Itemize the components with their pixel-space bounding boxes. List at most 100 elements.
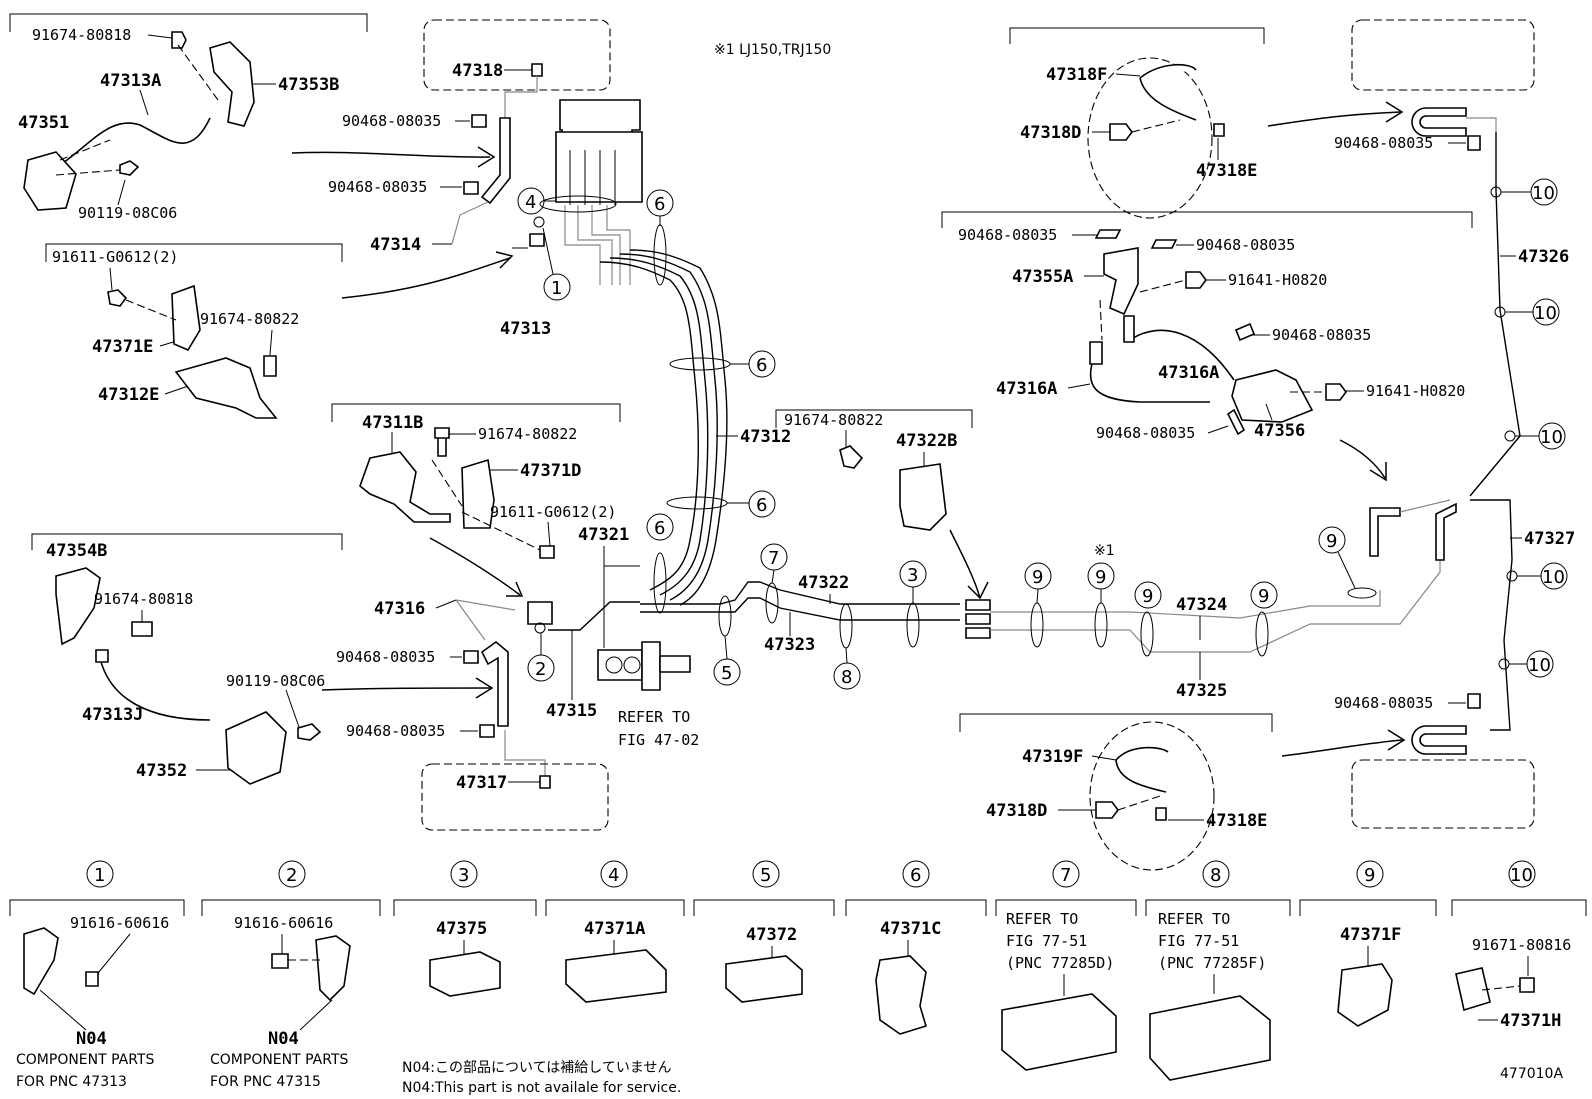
callout-10-d[interactable]: 10 <box>1540 562 1568 590</box>
callout-10-a[interactable]: 10 <box>1530 178 1558 206</box>
label-47315[interactable]: 47315 <box>546 701 597 721</box>
label-refer-to-7[interactable]: REFER TO <box>1006 910 1078 928</box>
label-pnc-77285F[interactable]: (PNC 77285F) <box>1158 954 1266 972</box>
clamp-part-2[interactable] <box>315 935 351 1002</box>
label-47318E-a[interactable]: 47318E <box>1196 161 1257 181</box>
clamp-47371H[interactable] <box>1455 967 1491 1012</box>
label-47313[interactable]: 47313 <box>500 319 551 339</box>
label-47314[interactable]: 47314 <box>370 235 421 255</box>
pipe-47326[interactable] <box>1469 132 1521 497</box>
hose-47319F[interactable] <box>1115 746 1169 793</box>
brake-line-bundle-47312[interactable] <box>599 249 728 606</box>
label-47322B[interactable]: 47322B <box>896 431 957 451</box>
clamp-part-1[interactable] <box>23 927 59 996</box>
label-90468-08035-c[interactable]: 90468-08035 <box>336 648 435 666</box>
callout-6-b[interactable]: 6 <box>748 350 776 378</box>
label-91674-80822-c[interactable]: 91674-80822 <box>784 411 883 429</box>
wheel-cylinder-47352[interactable] <box>225 711 287 785</box>
label-91671-80816[interactable]: 91671-80816 <box>1472 936 1571 954</box>
callout-9-d[interactable]: 9 <box>1250 581 1278 609</box>
label-91674-80818-b[interactable]: 91674-80818 <box>94 590 193 608</box>
bracket-47371D[interactable] <box>461 458 495 529</box>
label-47371C[interactable]: 47371C <box>880 919 941 939</box>
label-47351[interactable]: 47351 <box>18 113 69 133</box>
callout-6-c[interactable]: 6 <box>748 490 776 518</box>
label-91616-60616-b[interactable]: 91616-60616 <box>234 914 333 932</box>
label-90119-08C06[interactable]: 90119-08C06 <box>78 204 177 222</box>
u-pipe-bottom[interactable] <box>1411 725 1467 755</box>
clamp-47371C[interactable] <box>875 955 927 1035</box>
callout-8[interactable]: 8 <box>833 662 861 690</box>
pipe-47325[interactable] <box>990 556 1441 653</box>
callout-7[interactable]: 7 <box>760 543 788 571</box>
master-cylinder[interactable] <box>597 641 691 691</box>
label-47316A-a[interactable]: 47316A <box>1158 363 1219 383</box>
callout-9-e[interactable]: 9 <box>1318 526 1346 554</box>
clamp-47372[interactable] <box>725 955 803 1003</box>
junction-block[interactable] <box>965 599 991 639</box>
bracket-47355A[interactable] <box>1103 247 1139 316</box>
label-47355A[interactable]: 47355A <box>1012 267 1073 287</box>
label-fig-47-02[interactable]: FIG 47-02 <box>618 731 699 749</box>
callout-4-top[interactable]: 4 <box>517 187 545 215</box>
label-90468-08035-b[interactable]: 90468-08035 <box>328 178 427 196</box>
label-47313J[interactable]: 47313J <box>82 705 143 725</box>
callout-9-b[interactable]: 9 <box>1087 562 1115 590</box>
callout-10-b[interactable]: 10 <box>1532 298 1560 326</box>
label-47371F[interactable]: 47371F <box>1340 925 1401 945</box>
label-47311B[interactable]: 47311B <box>362 413 423 433</box>
label-91641-H0820-a[interactable]: 91641-H0820 <box>1228 271 1327 289</box>
label-90119-08C06-b[interactable]: 90119-08C06 <box>226 672 325 690</box>
label-47325[interactable]: 47325 <box>1176 681 1227 701</box>
label-91674-80818[interactable]: 91674-80818 <box>32 26 131 44</box>
label-90468-08035-a[interactable]: 90468-08035 <box>342 112 441 130</box>
clamp-47371F[interactable] <box>1337 963 1393 1027</box>
label-47371A[interactable]: 47371A <box>584 919 645 939</box>
label-91611-G0612[interactable]: 91611-G0612(2) <box>52 248 178 266</box>
label-91674-80822[interactable]: 91674-80822 <box>200 310 299 328</box>
label-47312E[interactable]: 47312E <box>98 385 159 405</box>
label-90468-08035-j[interactable]: 90468-08035 <box>1334 694 1433 712</box>
callout-6-d[interactable]: 6 <box>646 513 674 541</box>
wheel-cylinder-47356[interactable] <box>1231 369 1314 423</box>
callout-3[interactable]: 3 <box>899 560 927 588</box>
label-90468-08035-e[interactable]: 90468-08035 <box>1334 134 1433 152</box>
hose-47313J[interactable] <box>99 657 211 721</box>
label-47316A-b[interactable]: 47316A <box>996 379 1057 399</box>
label-91641-H0820-b[interactable]: 91641-H0820 <box>1366 382 1465 400</box>
label-47321[interactable]: 47321 <box>578 525 629 545</box>
label-90468-08035-h[interactable]: 90468-08035 <box>1272 326 1371 344</box>
label-47318D-b[interactable]: 47318D <box>986 801 1047 821</box>
label-90468-08035-i[interactable]: 90468-08035 <box>1096 424 1195 442</box>
abs-actuator-unit[interactable] <box>555 99 643 285</box>
callout-6-a[interactable]: 6 <box>646 189 674 217</box>
label-pnc-77285D[interactable]: (PNC 77285D) <box>1006 954 1114 972</box>
callout-9-a[interactable]: 9 <box>1024 562 1052 590</box>
bracket-47354B[interactable] <box>55 567 101 646</box>
label-n04-b[interactable]: N04 <box>268 1029 299 1049</box>
label-47317[interactable]: 47317 <box>456 773 507 793</box>
rear-hose-right[interactable] <box>1435 502 1457 561</box>
hose-47318F[interactable] <box>1139 63 1197 121</box>
pipe-47315[interactable] <box>548 601 640 631</box>
label-47319F[interactable]: 47319F <box>1022 747 1083 767</box>
label-47313A[interactable]: 47313A <box>100 71 161 91</box>
clamp-47375[interactable] <box>429 951 501 997</box>
label-47371D[interactable]: 47371D <box>520 461 581 481</box>
pipe-47327[interactable] <box>1470 499 1513 731</box>
label-47326[interactable]: 47326 <box>1518 247 1569 267</box>
label-refer-to-8[interactable]: REFER TO <box>1158 910 1230 928</box>
label-47353B[interactable]: 47353B <box>278 75 339 95</box>
label-47318F[interactable]: 47318F <box>1046 65 1107 85</box>
clamp-77285F[interactable] <box>1149 995 1271 1081</box>
clamp-47371A[interactable] <box>565 949 667 1003</box>
label-47318[interactable]: 47318 <box>452 61 503 81</box>
label-47375[interactable]: 47375 <box>436 919 487 939</box>
u-pipe-top[interactable] <box>1411 107 1467 137</box>
label-47354B[interactable]: 47354B <box>46 541 107 561</box>
label-47352[interactable]: 47352 <box>136 761 187 781</box>
label-91674-80822-b[interactable]: 91674-80822 <box>478 425 577 443</box>
label-refer-to-a[interactable]: REFER TO <box>618 708 690 726</box>
pipe-47323[interactable] <box>640 597 960 621</box>
label-n04-a[interactable]: N04 <box>76 1029 107 1049</box>
